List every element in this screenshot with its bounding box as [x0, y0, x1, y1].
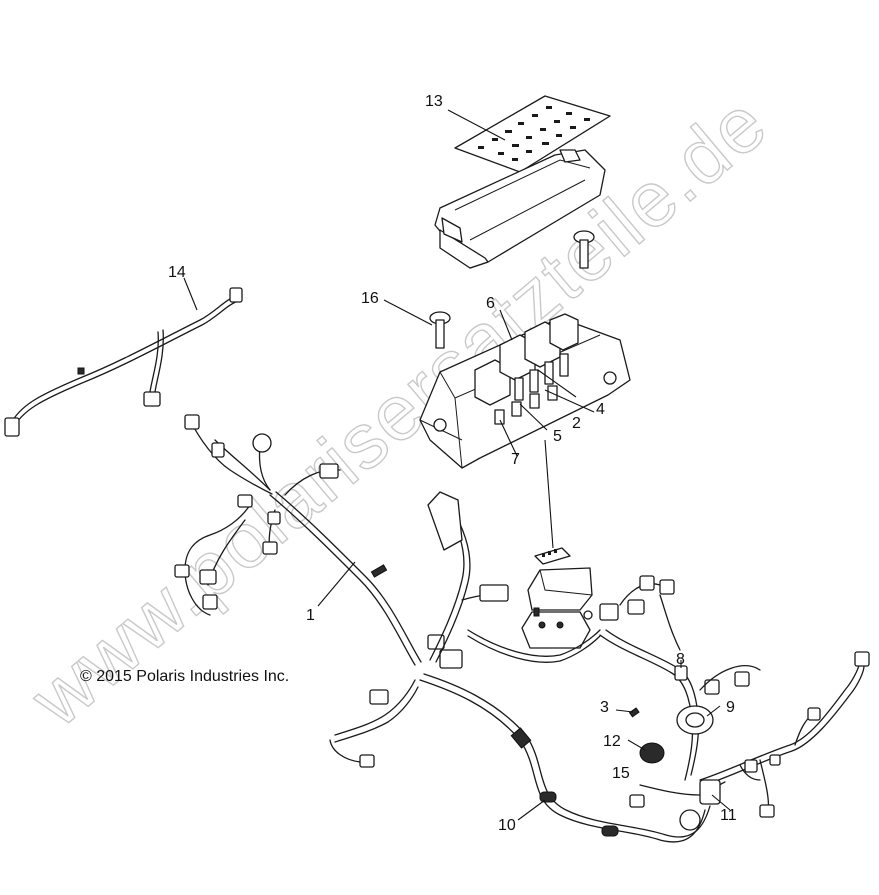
- callout-6: 6: [486, 295, 495, 312]
- fuse-box-cover: [434, 149, 606, 269]
- fuse-strip-leader: [544, 439, 554, 549]
- part-13-decal: [454, 95, 611, 173]
- part-10-harness: [419, 575, 761, 843]
- callout-1: 1: [306, 607, 315, 624]
- part-15-cap: [639, 742, 665, 764]
- cover-bolt: [573, 230, 595, 269]
- leader-lines: [183, 109, 731, 821]
- copyright-text: © 2015 Polaris Industries Inc.: [80, 668, 289, 685]
- callout-8: 8: [676, 651, 685, 668]
- watermark-text: www.polarisersatzteile.de: [14, 78, 784, 744]
- callout-9: 9: [726, 699, 735, 716]
- callout-13: 13: [425, 93, 443, 110]
- callout-11: 11: [720, 807, 737, 824]
- part-9-grommet: [676, 705, 714, 735]
- fuse-strip: [534, 547, 571, 565]
- part-11-harness: [699, 651, 870, 818]
- callout-10: 10: [498, 817, 516, 834]
- callout-12: 12: [603, 733, 621, 750]
- junction-block: [521, 607, 593, 649]
- part-1-harness: [174, 414, 463, 768]
- part-14-harness: [4, 287, 243, 437]
- callout-labels: 1 2 3 4 5 6 7 8 9 10 11 12 13 14 15 16: [168, 93, 737, 834]
- callout-3: 3: [600, 699, 609, 716]
- callout-4: 4: [596, 401, 605, 418]
- callout-16: 16: [361, 290, 379, 307]
- fuse-box-base: [419, 313, 631, 469]
- watermark: www.polarisersatzteile.de: [13, 77, 784, 744]
- callout-7: 7: [511, 451, 520, 468]
- harness-upper-branch: [427, 491, 601, 663]
- callout-15: 15: [612, 765, 630, 782]
- callout-14: 14: [168, 264, 186, 281]
- part-16-bolt: [429, 311, 451, 349]
- callout-2: 2: [572, 415, 581, 432]
- callout-5: 5: [553, 428, 562, 445]
- part-8-connector: [674, 665, 688, 681]
- fuse-holder: [527, 567, 593, 611]
- part-12-clip: [628, 707, 640, 718]
